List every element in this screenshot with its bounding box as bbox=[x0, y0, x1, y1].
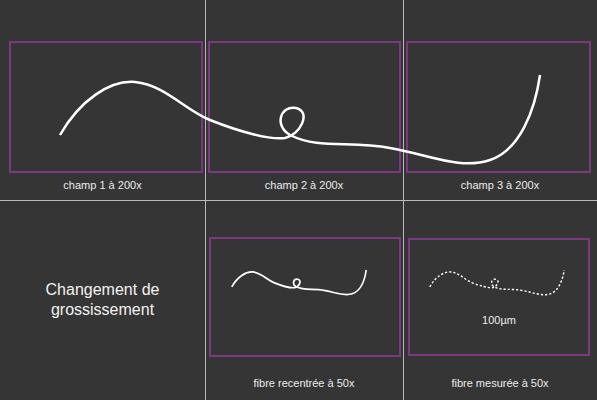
grid-cell: Changement de grossissement bbox=[0, 200, 205, 400]
scale-label: 100µm bbox=[410, 313, 588, 327]
note-text: Changement de grossissement bbox=[20, 280, 185, 320]
grid-cell: champ 3 à 200x bbox=[403, 0, 597, 200]
grid-cell: fibre mesurée à 50x 100µm bbox=[403, 200, 597, 400]
fiber-measured bbox=[430, 270, 564, 295]
field-frames bbox=[10, 42, 590, 356]
field-caption: fibre recentrée à 50x bbox=[205, 376, 403, 390]
field-caption: fibre mesurée à 50x bbox=[403, 376, 597, 390]
fiber-small bbox=[232, 270, 366, 295]
fiber bbox=[60, 75, 540, 163]
grid-cell: champ 1 à 200x bbox=[0, 0, 205, 200]
field-caption: champ 2 à 200x bbox=[205, 178, 403, 192]
grid-cell: champ 2 à 200x bbox=[205, 0, 403, 200]
field-caption: champ 3 à 200x bbox=[403, 178, 597, 192]
field-frame: 100µm bbox=[408, 238, 590, 356]
field-caption: champ 1 à 200x bbox=[0, 178, 205, 192]
grid-cell: fibre recentrée à 50x bbox=[205, 200, 403, 400]
